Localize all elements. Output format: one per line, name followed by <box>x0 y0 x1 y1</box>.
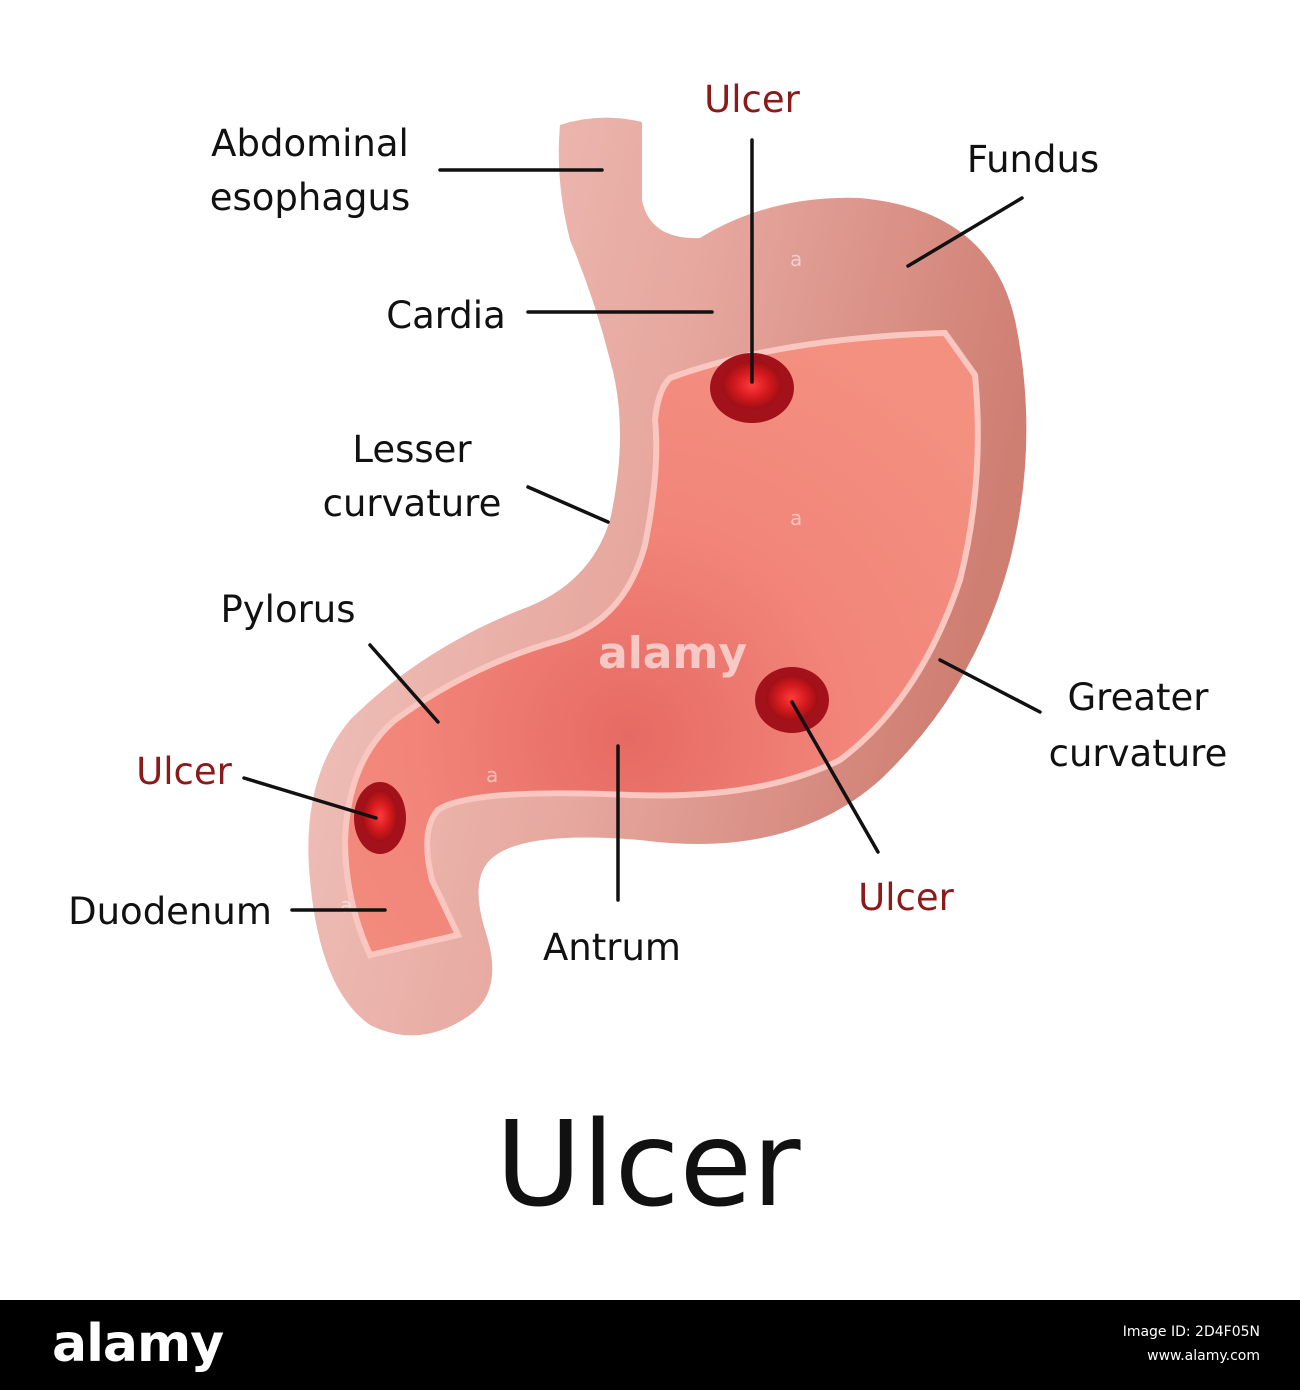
watermark-mark-1: a <box>790 247 802 271</box>
stomach-inner-lumen <box>341 329 981 959</box>
label-abdominal-esophagus-line1: Abdominal <box>211 122 409 165</box>
watermark-mark-2: a <box>790 506 802 530</box>
footer-image-info: Image ID: 2D4F05N www.alamy.com <box>1123 1320 1260 1368</box>
label-ulcer-right: Ulcer <box>858 876 954 919</box>
footer-site: www.alamy.com <box>1147 1348 1260 1364</box>
label-ulcer-left: Ulcer <box>136 750 232 793</box>
leader-fundus <box>906 196 1024 268</box>
diagram-title: Ulcer <box>495 1095 801 1233</box>
watermark: alamy <box>598 628 747 679</box>
leader-greater-curvature <box>938 658 1042 714</box>
leader-ulcer-right <box>790 700 880 854</box>
leader-pylorus <box>368 643 440 724</box>
stock-footer-bar: alamy Image ID: 2D4F05N www.alamy.com <box>0 1300 1300 1390</box>
label-greater-curvature-line2: curvature <box>1049 732 1228 775</box>
label-antrum: Antrum <box>543 926 681 969</box>
ulcer-spot-right <box>755 667 829 733</box>
label-lesser-curvature-line2: curvature <box>323 482 502 525</box>
leader-lesser-curvature <box>526 485 610 524</box>
ulcer-spot-top <box>710 353 794 423</box>
label-duodenum: Duodenum <box>68 890 272 933</box>
label-fundus: Fundus <box>967 138 1099 181</box>
label-pylorus: Pylorus <box>220 588 355 631</box>
label-lesser-curvature-line1: Lesser <box>352 428 472 471</box>
ulcer-spot-left <box>354 782 406 854</box>
label-greater-curvature-line1: Greater <box>1068 676 1210 719</box>
label-cardia: Cardia <box>386 294 506 337</box>
footer-image-id: Image ID: 2D4F05N <box>1122 1324 1260 1340</box>
label-ulcer-top: Ulcer <box>704 78 800 121</box>
watermark-mark-4: a <box>340 893 352 917</box>
leader-ulcer-left <box>242 776 378 820</box>
footer-logo: alamy <box>52 1314 224 1374</box>
label-abdominal-esophagus-line2: esophagus <box>210 176 411 219</box>
watermark-mark-3: a <box>486 763 498 787</box>
